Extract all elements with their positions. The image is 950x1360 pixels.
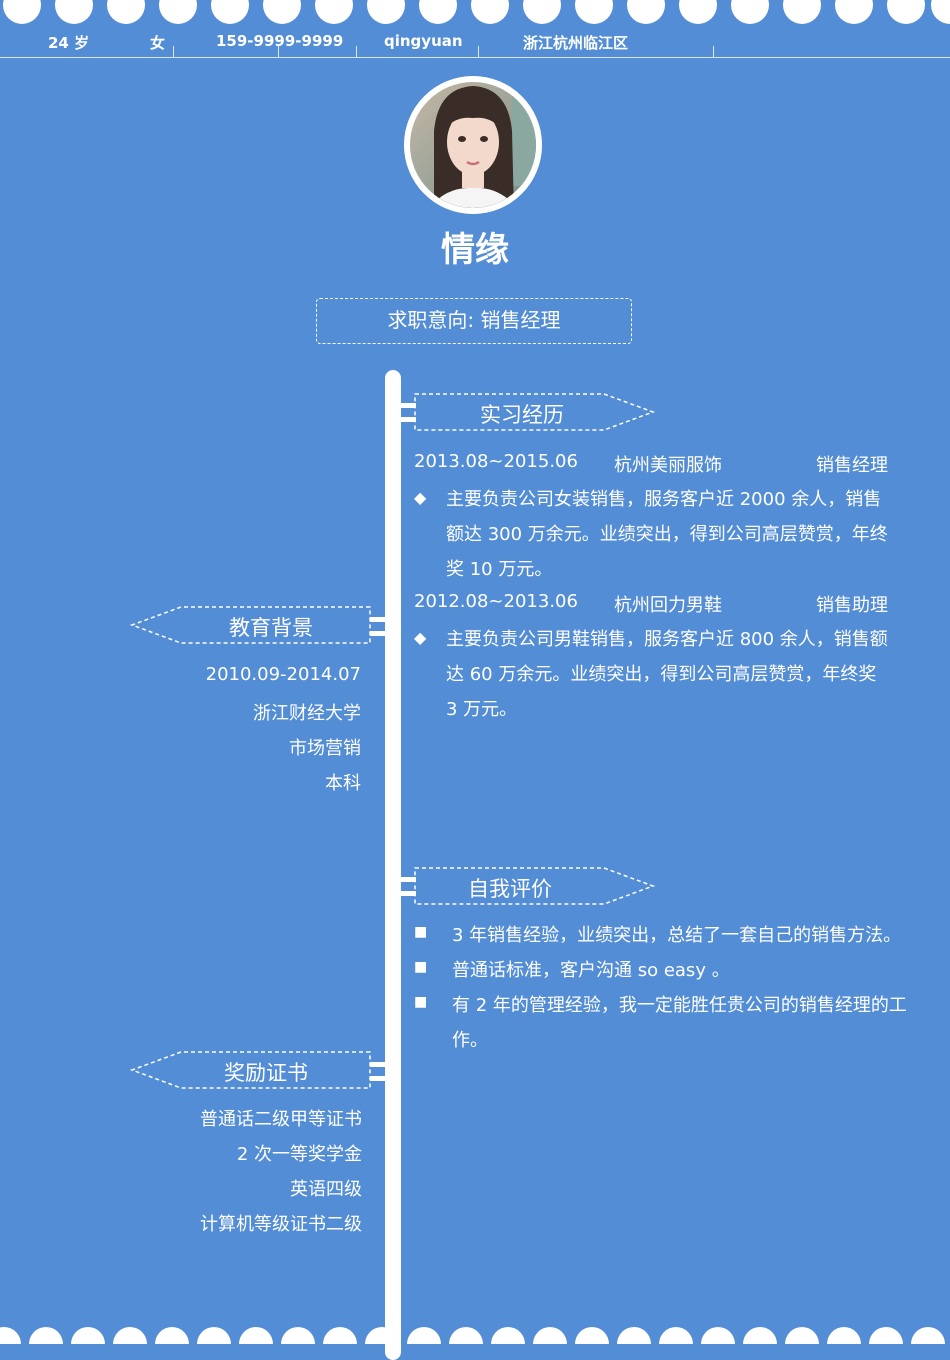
divider-tick — [713, 46, 714, 57]
info-bar-underline — [0, 57, 950, 58]
avatar — [404, 76, 542, 214]
job-period: 2012.08~2013.06 — [414, 591, 578, 612]
connector — [370, 631, 386, 636]
education-line: 浙江财经大学 — [253, 703, 361, 724]
education-line: 2010.09-2014.07 — [205, 664, 361, 685]
connector — [400, 877, 416, 882]
square-bullet-icon: ■ — [414, 924, 428, 940]
job-description-line: 3 万元。 — [446, 699, 518, 720]
divider-tick — [173, 46, 174, 57]
award-line: 计算机等级证书二级 — [200, 1214, 362, 1235]
phone-text: 159-9999-9999 — [216, 32, 344, 50]
top-scallop-border — [3, 0, 950, 24]
arrow-label-frame — [414, 393, 656, 431]
wechat-text: qingyuan — [384, 32, 463, 50]
age-text: 24 岁 — [48, 34, 90, 52]
connector — [400, 403, 416, 408]
square-bullet-icon: ■ — [414, 959, 428, 975]
self-eval-line: 3 年销售经验，业绩突出，总结了一套自己的销售方法。 — [452, 925, 902, 946]
section-title-awards: 奖励证书 — [224, 1061, 308, 1085]
section-title-education: 教育背景 — [229, 616, 313, 640]
job-objective: 求职意向: 销售经理 — [316, 298, 632, 344]
award-line: 2 次一等奖学金 — [236, 1144, 362, 1165]
section-title-self-eval: 自我评价 — [468, 877, 552, 901]
diamond-bullet-icon: ◆ — [414, 628, 427, 647]
job-company: 杭州美丽服饰 — [614, 455, 722, 476]
job-company: 杭州回力男鞋 — [614, 595, 722, 616]
connector — [370, 1076, 386, 1081]
personal-info-bar: 24 岁 女 159-9999-9999 qingyuan 浙江杭州临江区 — [0, 0, 950, 60]
candidate-name: 情缘 — [441, 230, 509, 270]
job-description-line: 主要负责公司男鞋销售，服务客户近 800 余人，销售额 — [446, 629, 888, 650]
diamond-bullet-icon: ◆ — [414, 488, 427, 507]
connector — [400, 417, 416, 422]
education-line: 市场营销 — [289, 738, 361, 759]
divider-tick — [478, 46, 479, 57]
square-bullet-icon: ■ — [414, 994, 428, 1010]
self-eval-line: 普通话标准，客户沟通 so easy 。 — [452, 960, 730, 981]
job-description-line: 主要负责公司女装销售，服务客户近 2000 余人，销售 — [446, 489, 882, 510]
arrow-label-frame — [414, 867, 656, 905]
section-title-internship: 实习经历 — [480, 403, 564, 427]
self-eval-line: 作。 — [452, 1030, 488, 1051]
connector — [370, 1062, 386, 1067]
award-line: 英语四级 — [290, 1179, 362, 1200]
divider-tick — [278, 46, 279, 57]
divider-tick — [356, 46, 357, 57]
job-description-line: 达 60 万余元。业绩突出，得到公司高层赞赏，年终奖 — [446, 664, 877, 685]
timeline-bar — [385, 370, 401, 1360]
job-period: 2013.08~2015.06 — [414, 451, 578, 472]
award-line: 普通话二级甲等证书 — [200, 1109, 362, 1130]
location-text: 浙江杭州临江区 — [523, 34, 629, 52]
arrow-label-frame — [130, 1051, 371, 1089]
gender-text: 女 — [150, 34, 166, 52]
arrow-label-frame — [130, 606, 371, 644]
job-description-line: 奖 10 万元。 — [446, 559, 553, 580]
connector — [400, 891, 416, 896]
job-role: 销售助理 — [816, 595, 888, 616]
job-description-line: 额达 300 万余元。业绩突出，得到公司高层赞赏，年终 — [446, 524, 888, 545]
bottom-scallop-border — [0, 1327, 945, 1344]
education-line: 本科 — [325, 773, 361, 794]
self-eval-line: 有 2 年的管理经验，我一定能胜任贵公司的销售经理的工 — [452, 995, 907, 1016]
job-role: 销售经理 — [816, 455, 888, 476]
connector — [370, 617, 386, 622]
